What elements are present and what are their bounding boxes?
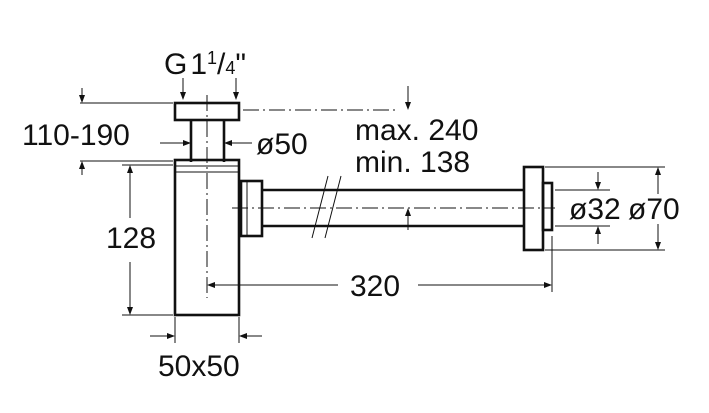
height-range-dimension: [79, 88, 173, 175]
thread-dimension: [180, 78, 239, 100]
body-size-dimension: [150, 317, 262, 343]
length-320-label: 320: [350, 270, 400, 303]
inlet-diameter-label: ø50: [256, 128, 308, 161]
length-range-dimension: [405, 86, 411, 230]
outlet-diameter-dimensions: [545, 166, 665, 251]
pipe-break-mark: [311, 175, 329, 239]
flange-collar: [541, 181, 554, 232]
min-length-label: min. 138: [355, 146, 470, 179]
inlet-diameter-dimension: [160, 140, 252, 146]
pipe-break-mark: [324, 175, 342, 239]
height-128-dimension: [122, 164, 173, 316]
height-range-label: 110-190: [22, 119, 130, 152]
outlet-diameter-label: ø32: [569, 193, 621, 226]
max-length-label: max. 240: [355, 114, 478, 147]
length-320-dimension: [207, 236, 553, 292]
body-size-label: 50x50: [158, 350, 240, 383]
height-128-label: 128: [106, 222, 156, 255]
flange-diameter-label: ø70: [628, 193, 680, 226]
